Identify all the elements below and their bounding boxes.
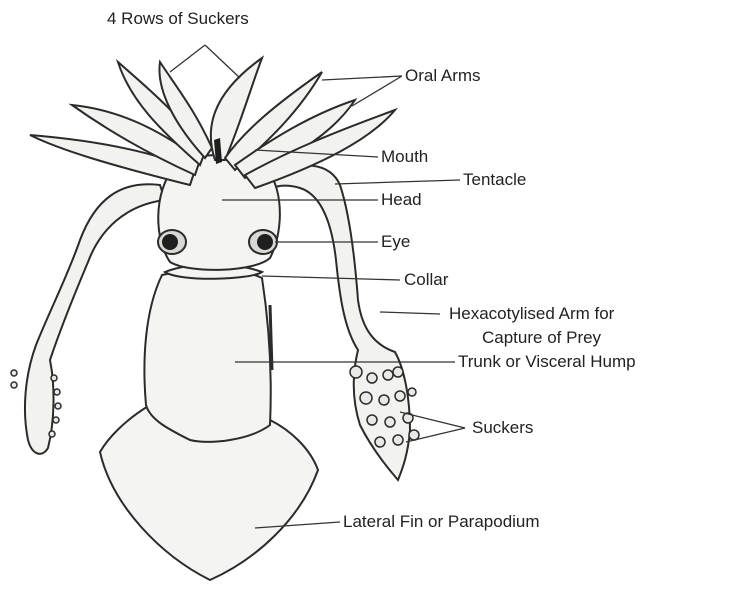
trunk <box>144 269 270 442</box>
leader-rows-of-suckers <box>170 45 240 78</box>
leader-tentacle <box>335 180 460 184</box>
label-suckers: Suckers <box>472 418 533 438</box>
label-eye: Eye <box>381 232 410 252</box>
label-mouth: Mouth <box>381 147 428 167</box>
trunk-shading-line <box>270 305 272 370</box>
label-hexacotylised-line2: Capture of Prey <box>482 328 601 348</box>
leader-hexacotylised <box>380 312 440 314</box>
label-trunk: Trunk or Visceral Hump <box>458 352 636 372</box>
label-lateral-fin: Lateral Fin or Parapodium <box>343 512 540 532</box>
label-rows-of-suckers: 4 Rows of Suckers <box>107 9 249 29</box>
label-collar: Collar <box>404 270 448 290</box>
leader-collar <box>262 276 400 280</box>
label-hexacotylised-line1: Hexacotylised Arm for <box>449 304 614 324</box>
label-head: Head <box>381 190 422 210</box>
label-oral-arms: Oral Arms <box>405 66 481 86</box>
leader-oral-arms <box>322 76 402 106</box>
label-tentacle: Tentacle <box>463 170 526 190</box>
